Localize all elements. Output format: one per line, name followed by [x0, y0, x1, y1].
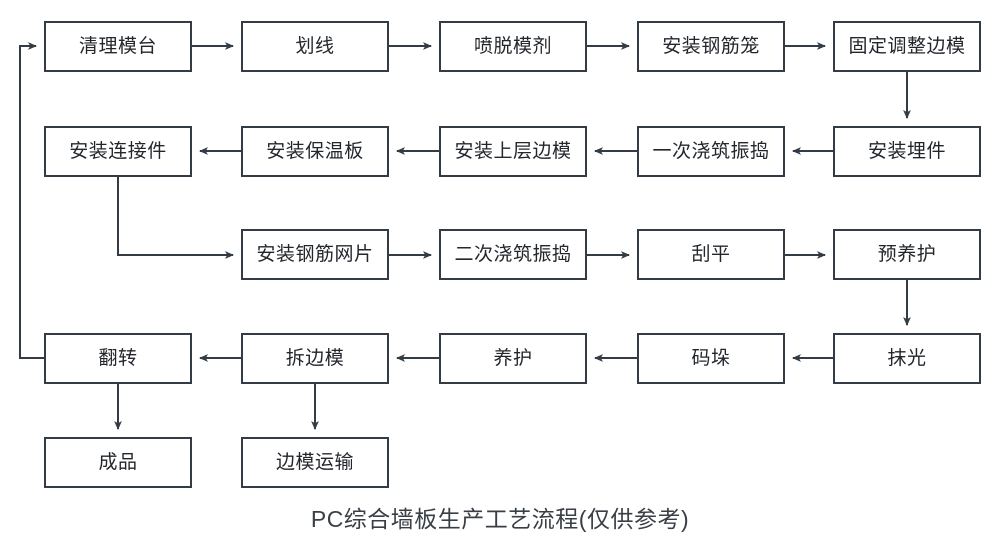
process-node-n14[interactable]: 预养护 [833, 229, 981, 280]
process-node-label: 安装钢筋网片 [256, 244, 374, 265]
process-node-label: 成品 [98, 452, 138, 473]
process-node-n19[interactable]: 翻转 [44, 333, 192, 384]
process-node-n3[interactable]: 喷脱模剂 [439, 21, 587, 72]
process-node-label: 一次浇筑振捣 [652, 141, 770, 162]
process-node-n20[interactable]: 成品 [44, 437, 192, 488]
process-node-n12[interactable]: 二次浇筑振捣 [439, 229, 587, 280]
process-node-n4[interactable]: 安装钢筋笼 [637, 21, 785, 72]
process-node-n13[interactable]: 刮平 [637, 229, 785, 280]
connector-n10-to-n11 [117, 177, 234, 259]
process-node-label: 清理模台 [78, 36, 157, 57]
process-node-label: 喷脱模剂 [473, 36, 552, 57]
process-node-n15[interactable]: 抹光 [833, 333, 981, 384]
process-node-label: 安装上层边模 [454, 141, 572, 162]
process-node-n1[interactable]: 清理模台 [44, 21, 192, 72]
process-node-label: 拆边模 [285, 348, 345, 369]
process-node-label: 翻转 [98, 348, 138, 369]
process-node-n10[interactable]: 安装连接件 [44, 126, 192, 177]
process-node-label: 边模运输 [275, 452, 354, 473]
process-node-label: 安装保温板 [266, 141, 364, 162]
process-node-n16[interactable]: 码垛 [637, 333, 785, 384]
process-node-label: 养护 [493, 348, 533, 369]
process-node-label: 安装连接件 [69, 141, 167, 162]
process-node-label: 预养护 [877, 244, 937, 265]
process-node-label: 安装钢筋笼 [662, 36, 760, 57]
process-node-n11[interactable]: 安装钢筋网片 [241, 229, 389, 280]
process-node-label: 安装埋件 [867, 141, 946, 162]
process-node-n2[interactable]: 划线 [241, 21, 389, 72]
process-node-n8[interactable]: 安装上层边模 [439, 126, 587, 177]
process-node-label: 划线 [295, 36, 335, 57]
process-node-n18[interactable]: 拆边模 [241, 333, 389, 384]
process-node-n5[interactable]: 固定调整边模 [833, 21, 981, 72]
process-node-n9[interactable]: 安装保温板 [241, 126, 389, 177]
process-node-n7[interactable]: 一次浇筑振捣 [637, 126, 785, 177]
process-node-label: 刮平 [691, 244, 731, 265]
process-node-label: 二次浇筑振捣 [454, 244, 572, 265]
process-node-label: 固定调整边模 [848, 36, 966, 57]
process-node-label: 码垛 [691, 348, 731, 369]
process-node-n17[interactable]: 养护 [439, 333, 587, 384]
diagram-caption: PC综合墙板生产工艺流程(仅供参考) [310, 506, 690, 532]
process-node-label: 抹光 [887, 348, 927, 369]
connector-n19-to-n1 [19, 42, 44, 359]
process-node-n21[interactable]: 边模运输 [241, 437, 389, 488]
process-node-n6[interactable]: 安装埋件 [833, 126, 981, 177]
